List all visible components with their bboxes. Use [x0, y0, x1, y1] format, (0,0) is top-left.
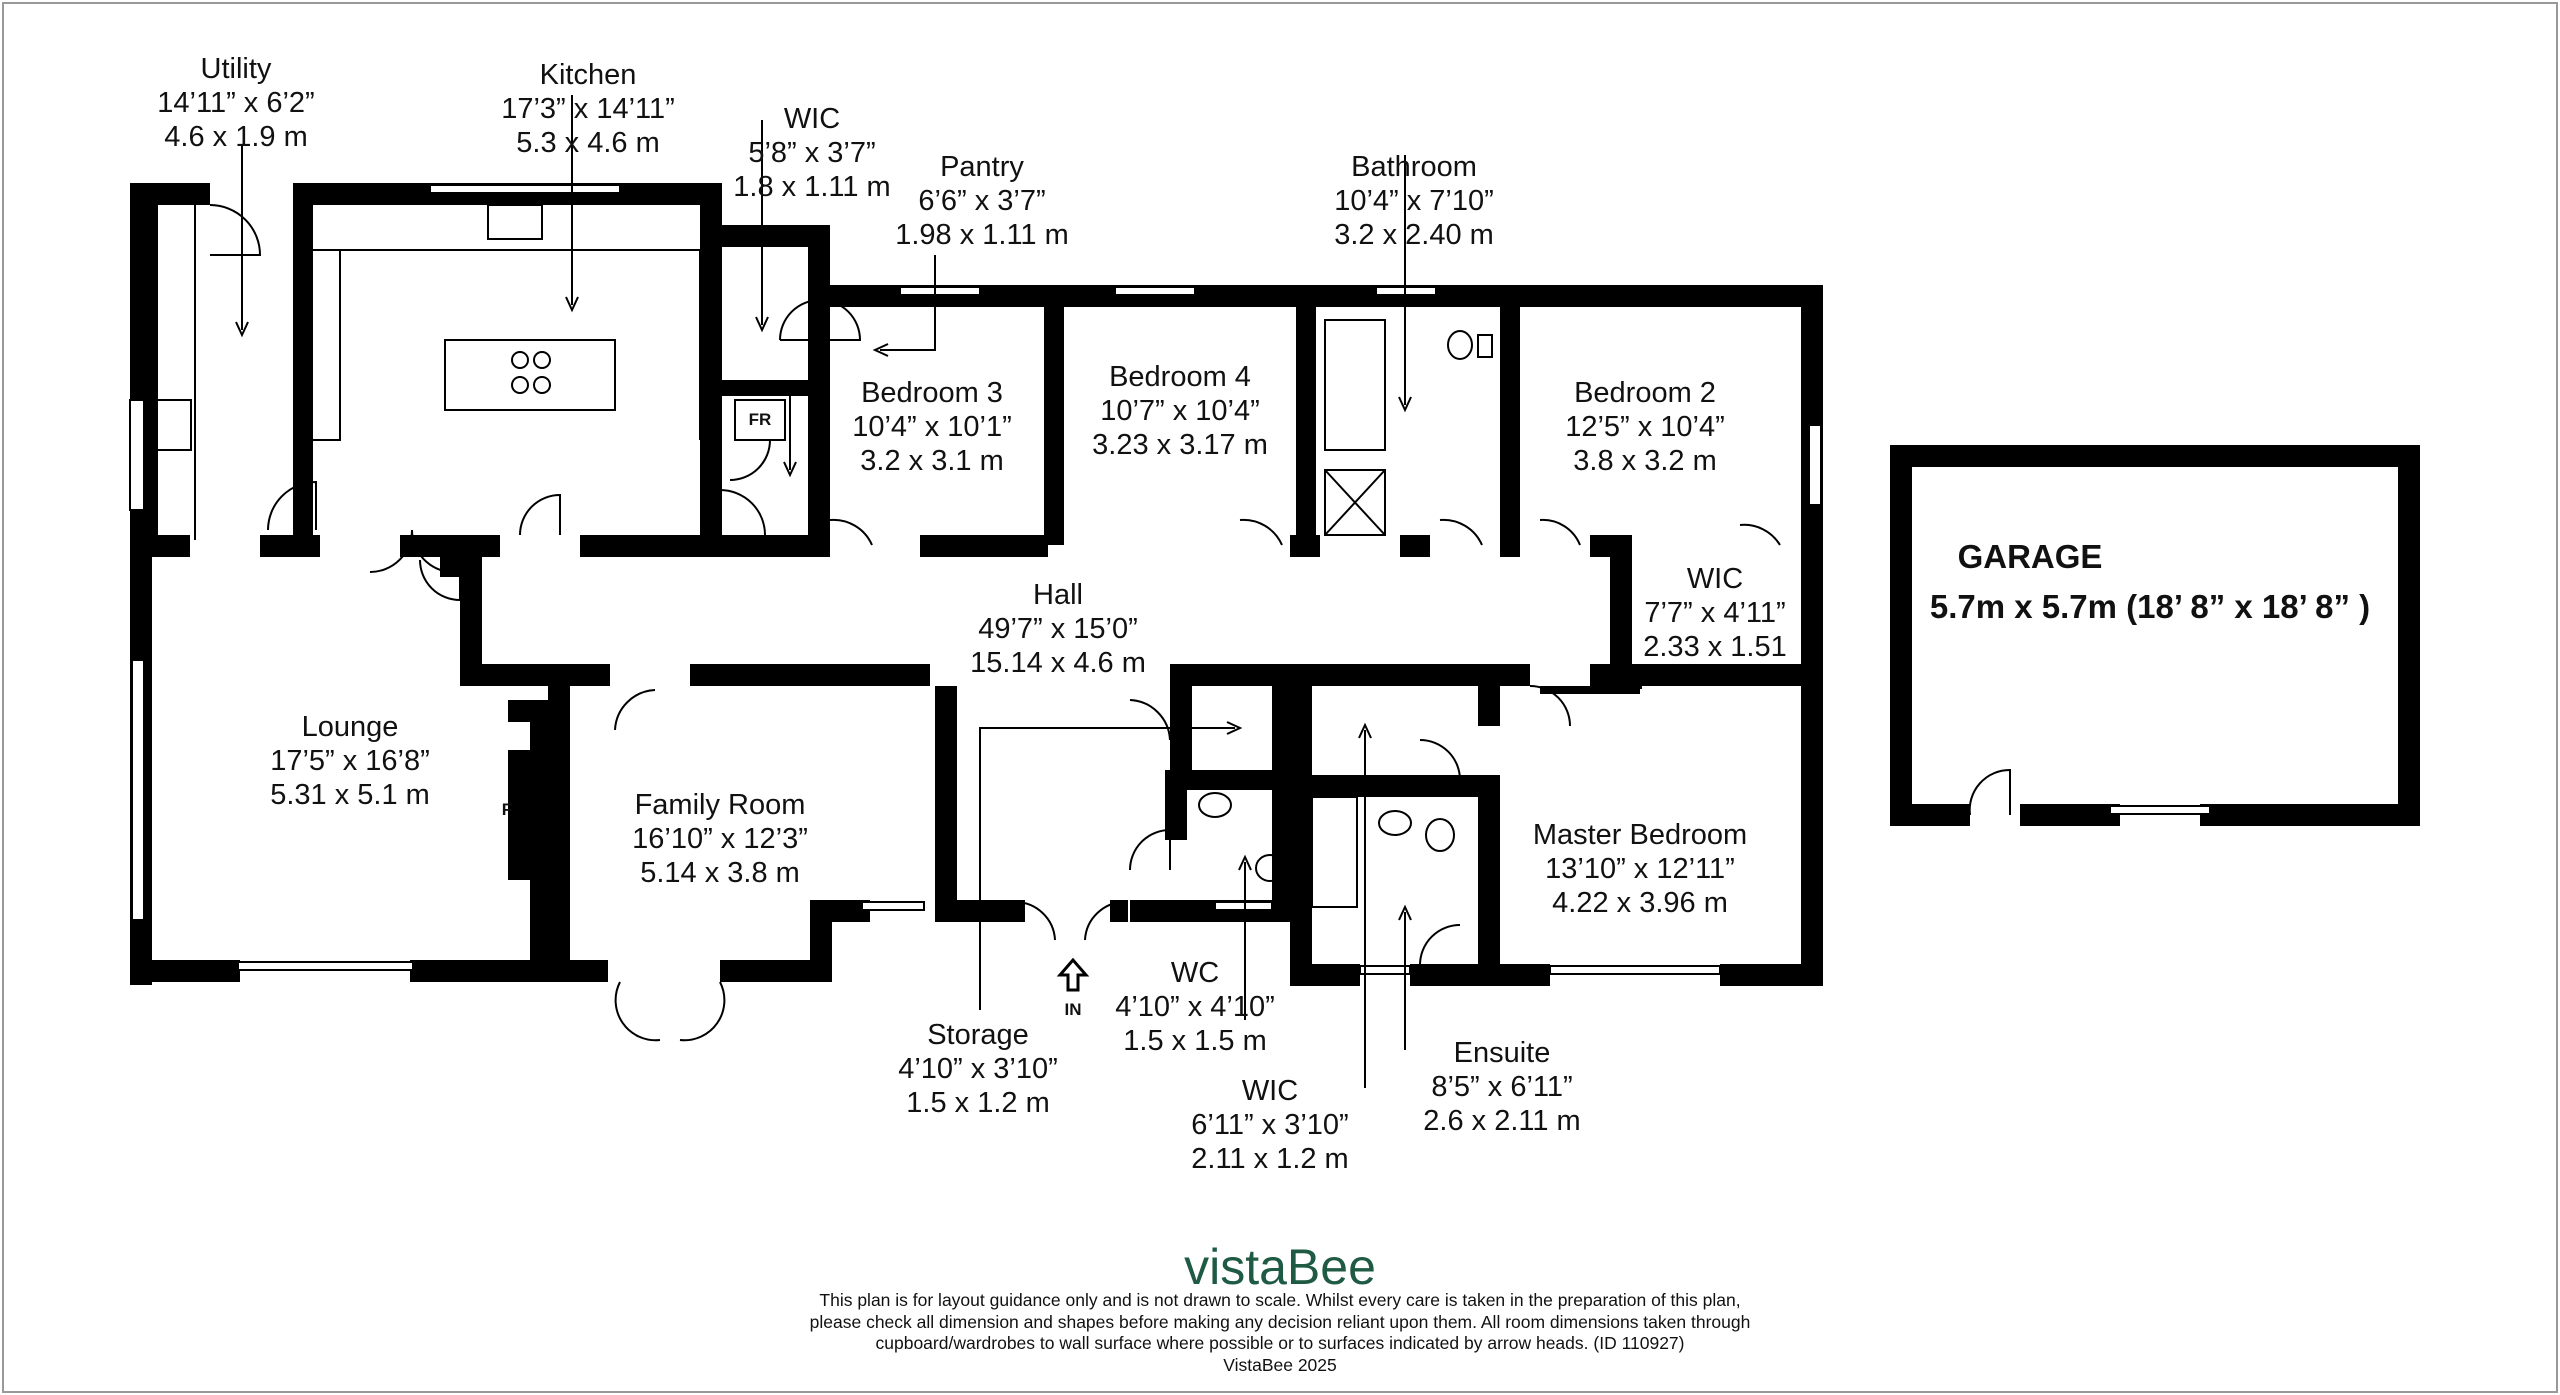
- wic-top-metric: 1.8 x 1.11 m: [733, 171, 890, 203]
- brand-logo: vistaBee: [1184, 1239, 1376, 1295]
- family-room-metric: 5.14 x 3.8 m: [640, 857, 800, 889]
- utility-metric: 4.6 x 1.9 m: [164, 121, 307, 153]
- bathroom-name: Bathroom: [1351, 151, 1477, 183]
- family-room-imperial: 16’10” x 12’3”: [632, 823, 808, 855]
- disclaimer-line: This plan is for layout guidance only an…: [819, 1290, 1741, 1310]
- wc-metric: 1.5 x 1.5 m: [1123, 1025, 1266, 1057]
- ensuite-name: Ensuite: [1454, 1037, 1551, 1069]
- bedroom2-name: Bedroom 2: [1574, 377, 1716, 409]
- fireplace-label: F: [502, 800, 512, 819]
- master-bedroom-name: Master Bedroom: [1533, 819, 1747, 851]
- hall-metric: 15.14 x 4.6 m: [970, 647, 1146, 679]
- pantry-name: Pantry: [940, 151, 1024, 183]
- pantry-metric: 1.98 x 1.11 m: [895, 219, 1069, 251]
- wic-top-imperial: 5’8” x 3’7”: [748, 137, 875, 169]
- hall-name: Hall: [1033, 579, 1083, 611]
- storage-imperial: 4’10” x 3’10”: [898, 1053, 1058, 1085]
- fridge-label: FR: [749, 410, 772, 429]
- windows: [129, 184, 2211, 975]
- bedroom4-imperial: 10’7” x 10’4”: [1100, 395, 1260, 427]
- disclaimer-line: VistaBee 2025: [1223, 1354, 1337, 1375]
- storage-metric: 1.5 x 1.2 m: [906, 1087, 1049, 1119]
- entrance-label: IN: [1065, 1000, 1082, 1019]
- wic-bottom-imperial: 6’11” x 3’10”: [1191, 1109, 1348, 1141]
- wic-right-imperial: 7’7” x 4’11”: [1644, 597, 1785, 629]
- fixtures: [154, 204, 1493, 908]
- doors: [209, 204, 2011, 1042]
- ensuite-imperial: 8’5” x 6’11”: [1431, 1071, 1572, 1103]
- disclaimer: This plan is for layout guidance only an…: [0, 1290, 2560, 1376]
- lounge-name: Lounge: [302, 711, 399, 743]
- bedroom2-imperial: 12’5” x 10’4”: [1565, 411, 1725, 443]
- master-bedroom-metric: 4.22 x 3.96 m: [1552, 887, 1728, 919]
- wc-imperial: 4’10” x 4’10”: [1115, 991, 1275, 1023]
- hall-imperial: 49’7” x 15’0”: [978, 613, 1138, 645]
- ensuite-metric: 2.6 x 2.11 m: [1423, 1105, 1580, 1137]
- bedroom4-name: Bedroom 4: [1109, 361, 1251, 393]
- kitchen-metric: 5.3 x 4.6 m: [516, 127, 659, 159]
- utility-imperial: 14’11” x 6’2”: [157, 87, 314, 119]
- wic-top-name: WIC: [784, 103, 840, 135]
- kitchen-name: Kitchen: [540, 59, 637, 91]
- pantry-imperial: 6’6” x 3’7”: [918, 185, 1045, 217]
- storage-name: Storage: [927, 1019, 1029, 1051]
- lounge-metric: 5.31 x 5.1 m: [270, 779, 430, 811]
- bedroom3-name: Bedroom 3: [861, 377, 1003, 409]
- wc-name: WC: [1171, 957, 1219, 989]
- utility-name: Utility: [201, 53, 272, 85]
- wic-bottom-metric: 2.11 x 1.2 m: [1191, 1143, 1348, 1175]
- bedroom3-metric: 3.2 x 3.1 m: [860, 445, 1003, 477]
- room-labels: Utility 14’11” x 6’2” 4.6 x 1.9 m Kitche…: [157, 53, 2370, 1175]
- wic-bottom-name: WIC: [1242, 1075, 1298, 1107]
- wic-right-name: WIC: [1687, 563, 1743, 595]
- bathroom-metric: 3.2 x 2.40 m: [1334, 219, 1494, 251]
- family-room-name: Family Room: [635, 789, 806, 821]
- disclaimer-line: cupboard/wardrobes to wall surface where…: [875, 1333, 1685, 1353]
- bedroom3-imperial: 10’4” x 10’1”: [852, 411, 1012, 443]
- bedroom2-metric: 3.8 x 3.2 m: [1573, 445, 1716, 477]
- garage-name: GARAGE: [1958, 538, 2103, 575]
- walls: [130, 183, 2420, 986]
- disclaimer-line: please check all dimension and shapes be…: [809, 1311, 1751, 1332]
- bathroom-imperial: 10’4” x 7’10”: [1334, 185, 1494, 217]
- bedroom4-metric: 3.23 x 3.17 m: [1092, 429, 1268, 461]
- dimension-arrows: [235, 95, 1412, 1088]
- garage-size: 5.7m x 5.7m (18’ 8” x 18’ 8” ): [1930, 588, 2370, 625]
- lounge-imperial: 17’5” x 16’8”: [270, 745, 430, 777]
- master-bedroom-imperial: 13’10” x 12’11”: [1545, 853, 1735, 885]
- wic-right-metric: 2.33 x 1.51: [1643, 631, 1787, 663]
- kitchen-imperial: 17’3” x 14’11”: [501, 93, 675, 125]
